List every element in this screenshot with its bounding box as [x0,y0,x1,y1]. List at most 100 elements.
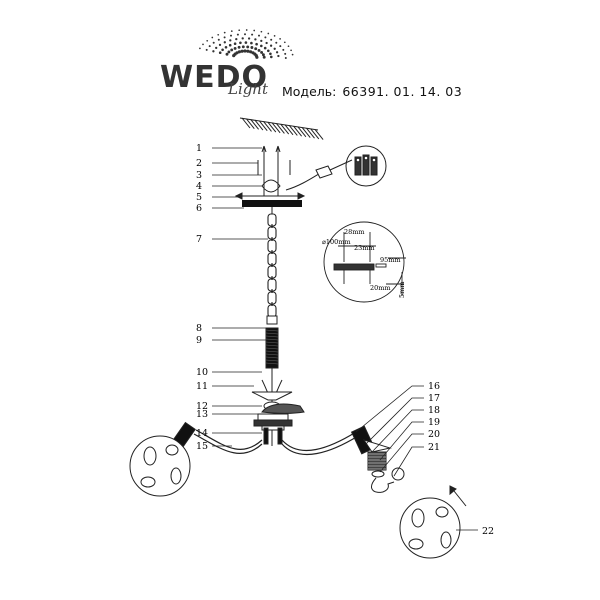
callout-number-11: 11 [196,381,208,392]
connector-detail [345,145,387,187]
callout-leader [379,421,424,461]
hatch-line [245,118,255,129]
callout-number-8: 8 [196,323,202,334]
callout-number-1: 1 [196,143,202,154]
logo-dot [258,34,260,37]
logo-dot [230,34,232,37]
logo-dot [250,41,253,45]
logo-dot [260,44,263,48]
logo-dot [206,39,209,42]
model-label: Модель: [282,84,337,99]
logo-dot [287,45,290,48]
logo-dot [260,30,263,33]
hatch-line [314,129,324,140]
hatch-line [276,123,285,134]
callout-number-17: 17 [428,393,440,404]
logo-dot [249,50,253,54]
stem-thread [265,335,279,338]
hatch-line [250,119,259,130]
callout-number-14: 14 [196,428,208,439]
ceiling-hatch [239,117,324,140]
callout-number-13: 13 [196,409,208,420]
hatch-line [263,121,272,132]
logo-dot [255,55,259,59]
logo-dot [269,52,272,56]
logo-dot [284,57,287,59]
hatch-line [254,119,264,131]
logo-dot [239,41,242,45]
logo-dot [224,46,228,49]
stem-thread [265,362,279,365]
logo-dot [254,47,258,51]
logo-dot [225,52,229,56]
callout-leader [379,433,424,473]
logo-dot [265,41,268,45]
callout-number-7: 7 [196,234,202,245]
logo-dot [243,49,247,53]
logo-dot [233,42,237,45]
stem-thread [265,341,279,344]
canopy-dimension-detail [323,221,406,303]
logo-dot [241,37,244,40]
logo-dot [217,38,220,41]
hatch-line [297,126,307,138]
logo-dots [199,29,294,59]
logo-dot [215,46,218,50]
callout-number-2: 2 [196,158,202,169]
logo-dot [264,36,267,39]
callout-number-15: 15 [196,441,208,452]
logo-dot [230,48,234,52]
logo-dot [262,55,266,59]
logo-dot [270,55,273,59]
callout-number-12: 12 [196,401,208,412]
callout-number-6: 6 [196,203,202,214]
logo-dot [247,37,251,40]
logo-dot [284,52,287,55]
logo-dot [223,41,226,44]
callout-number-4: 4 [196,181,202,192]
model-number: 66391. 01. 14. 03 [342,84,463,99]
logo-dot [244,41,248,44]
logo-dot [227,50,231,54]
callout-leader [365,397,424,445]
stem-thread [265,353,279,356]
hatch-line [280,123,290,135]
callout-number-18: 18 [428,405,440,416]
logo-dot [212,41,215,44]
logo-dot [218,43,222,47]
dim-20: 20mm [370,284,391,292]
logo-dot [270,38,273,41]
stem-thread [265,350,279,353]
logo-dot [279,38,281,40]
chain [267,213,277,318]
stem [251,315,293,402]
hatch-line [301,127,311,138]
dim-diameter: ⌀100mm [322,238,351,246]
logo-dot [253,29,256,32]
hatch-line [310,128,320,140]
logo-dot [211,36,214,39]
logo-dot [279,45,282,48]
hatch-line [284,124,294,136]
logo-dot [277,54,280,58]
stem-thread [265,347,279,350]
logo-dot [260,50,264,54]
logo-dot [244,33,246,36]
arms [193,429,359,456]
stem-thread [265,356,279,359]
brand-subtitle: Light [228,80,269,98]
stem-thread [265,344,279,347]
model-line: Модель: 66391. 01. 14. 03 [282,84,462,99]
logo-dot [275,41,278,44]
hatch-line [241,117,251,129]
dim-5: 5mm [398,282,406,298]
hatch-line [306,127,315,139]
logo-dot [250,46,254,49]
hatch-line [288,125,298,136]
logo-dot [228,43,232,47]
logo-dot [233,46,237,50]
canopy-plate [242,200,302,207]
logo-dot [263,46,267,50]
